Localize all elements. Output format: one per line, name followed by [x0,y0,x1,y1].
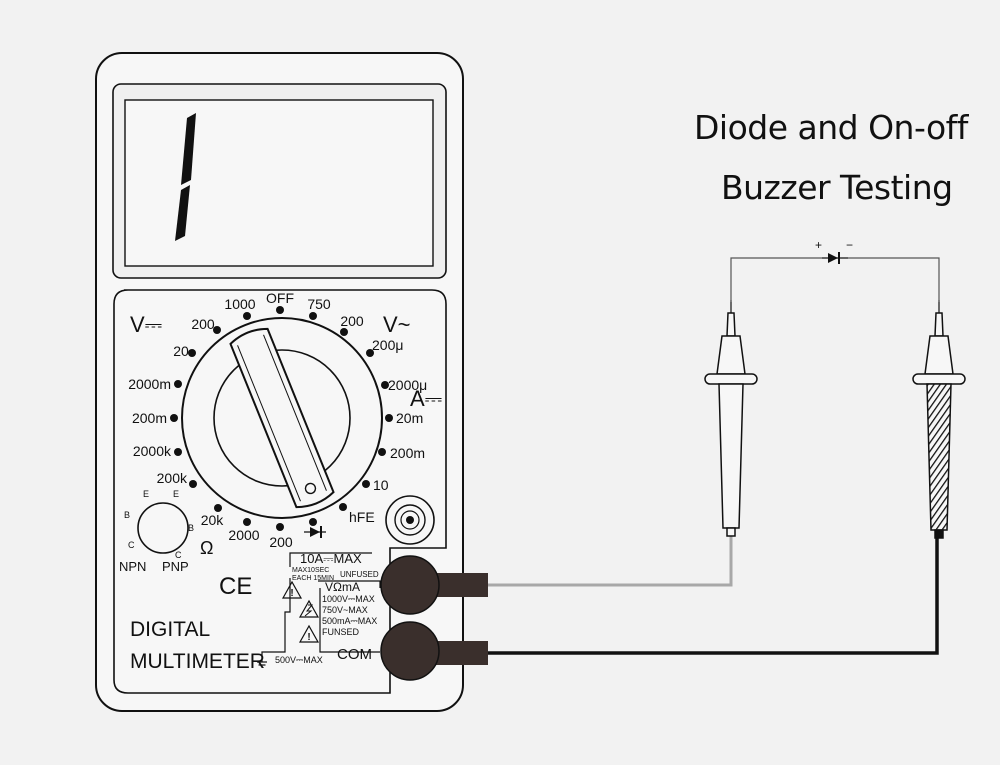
max10sec-label: MAX10SEC [292,567,329,574]
brand-multimeter: MULTIMETER [130,650,265,673]
dial-label-200k: 200k [157,470,188,486]
rotary-dial-inner [213,349,351,487]
display-digit-one [175,113,196,241]
socket-label-c1: C [128,540,135,550]
red-test-probe[interactable] [704,300,758,537]
title-line-2: Buzzer Testing [721,168,953,207]
diode-dial-icon [304,526,326,538]
dial-label-10: 10 [373,477,389,493]
diode-minus: − [846,238,853,252]
dial-label-hfe: hFE [349,509,375,525]
dial-label-2000k: 2000k [133,443,172,459]
adc-symbol: A⎓ [410,386,442,411]
dial-label-1000: 1000 [224,296,255,312]
each15min-label: EACH 15MIN [292,575,334,582]
unfused-label: UNFUSED [340,570,379,579]
ohm-symbol: Ω [200,538,213,558]
dial-label-200m-a: 200m [390,445,425,461]
dial-label-20m: 20m [396,410,423,426]
com-jack-plug[interactable] [380,621,488,681]
brand-digital: DIGITAL [130,618,210,641]
ce-mark: CE [219,573,252,600]
ten-a-max-label: 10A⎓MAX [300,551,362,566]
pnp-label: PNP [162,559,189,574]
black-lead-wire [486,536,939,655]
socket-label-b1: B [124,510,130,520]
v500max-label: 500V⎓MAX [275,655,323,665]
hfe-socket [137,502,189,554]
dial-label-2000u: 2000μ [388,377,427,393]
socket-label-e1: E [143,489,149,499]
title-line-1: Diode and On-off [694,108,968,147]
vohm-jack-plug[interactable] [380,555,488,615]
dial-label-2000: 2000 [228,527,259,543]
dial-label-200-dc: 200 [191,316,215,332]
jack-warnings [261,552,381,662]
dial-label-200u: 200μ [372,337,403,353]
diode-test-wire [730,257,822,302]
dial-label-200-ohm: 200 [269,534,293,550]
vohm-label: VΩmA [325,580,360,594]
svg-text:!: ! [307,632,310,643]
socket-label-c2: C [175,550,182,560]
display-screen [124,99,434,267]
fused-label: FUNSED [322,627,360,637]
black-test-probe[interactable] [912,300,966,539]
dial-label-750: 750 [307,296,331,312]
vdc-symbol: V⎓ [130,312,162,337]
diode-plus: + [815,238,822,252]
dial-label-20k: 20k [201,512,225,528]
socket-label-e2: E [173,489,179,499]
dial-position-dots [170,306,393,531]
npn-label: NPN [119,559,146,574]
dial-label-2000m: 2000m [128,376,171,392]
dial-label-200-ac: 200 [340,313,364,329]
vac-symbol: V~ [383,312,411,337]
dial-label-200m: 200m [132,410,167,426]
socket-label-b2: B [188,523,194,533]
v1000max-label: 1000V⎓MAX [322,594,375,604]
dial-label-off: OFF [266,290,294,306]
svg-text:!: ! [290,588,293,599]
dial-label-20: 20 [173,343,189,359]
jack-10a[interactable] [385,495,435,545]
v750max-label: 750V~MAX [322,605,368,615]
red-lead-wire [486,532,733,587]
com-label: COM [337,646,372,663]
diode-symbol [822,252,848,264]
rotary-dial-knob[interactable] [229,325,335,511]
ma500max-label: 500mA⎓MAX [322,616,377,626]
